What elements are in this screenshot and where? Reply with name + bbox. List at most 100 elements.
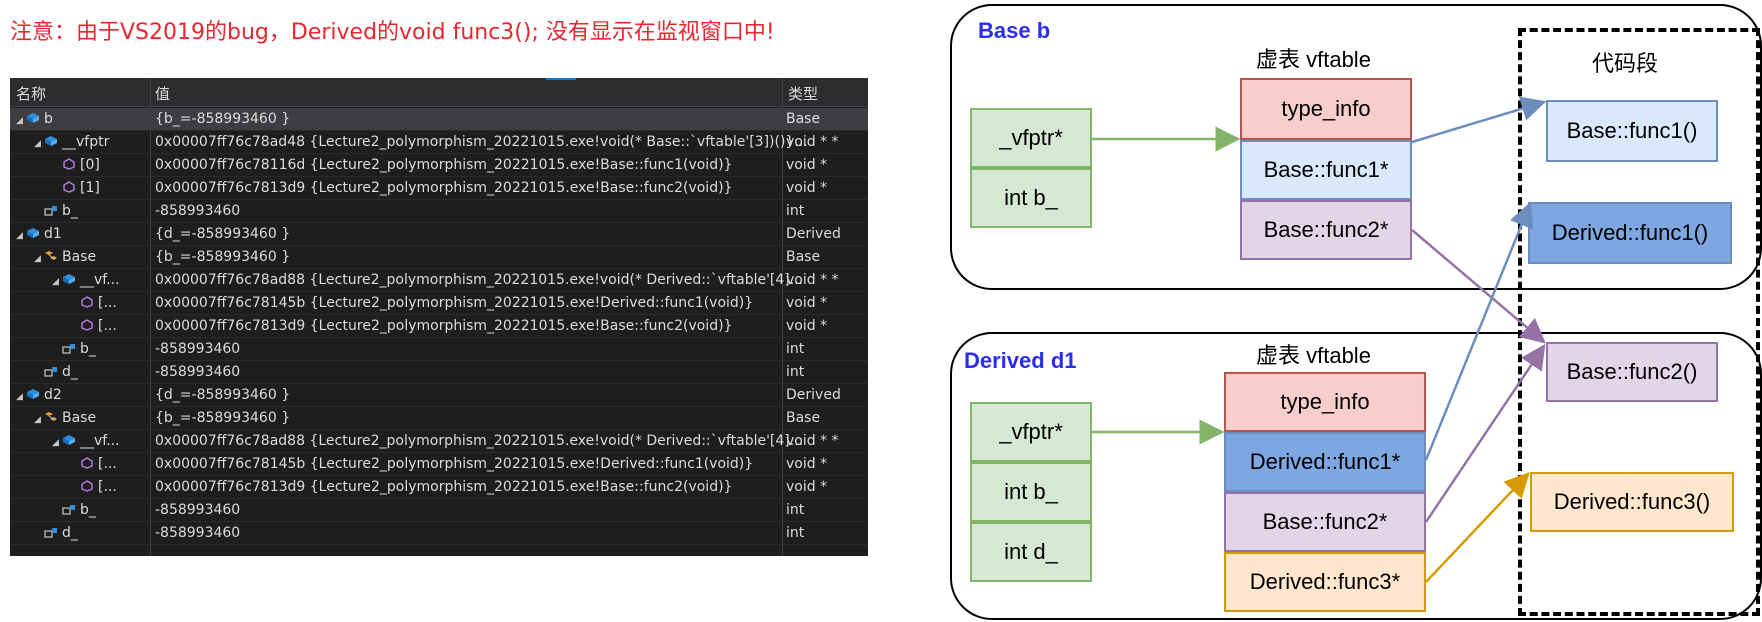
watch-variable-name: d_	[62, 364, 78, 380]
code-base-func1: Base::func1()	[1546, 100, 1718, 162]
expand-toggle-icon[interactable]: ◢	[34, 254, 41, 264]
watch-variable-value: {b_=-858993460 }	[155, 410, 291, 426]
derived-vfptr-cell: _vfptr*	[970, 402, 1092, 462]
watch-row-name: [...	[10, 295, 210, 311]
expand-toggle-icon[interactable]: ◢	[52, 277, 59, 287]
watch-row-name: [1]	[10, 180, 192, 196]
object-icon	[44, 134, 62, 150]
watch-variable-value: {b_=-858993460 }	[155, 111, 291, 127]
watch-row-name: b_	[10, 203, 174, 219]
code-derived-func1: Derived::func1()	[1528, 202, 1732, 264]
watch-row[interactable]: ◢ b {b_=-858993460 } Base	[10, 108, 868, 131]
field-icon	[44, 364, 62, 380]
watch-row[interactable]: [...0x00007ff76c78145b {Lecture2_polymor…	[10, 453, 868, 476]
expand-toggle-icon[interactable]: ◢	[52, 438, 59, 448]
derived-vtable-func1: Derived::func1*	[1224, 432, 1426, 492]
watch-variable-name: b_	[62, 203, 78, 219]
watch-row[interactable]: [...0x00007ff76c7813d9 {Lecture2_polymor…	[10, 476, 868, 499]
watch-row[interactable]: ◢d2{d_=-858993460 }Derived	[10, 384, 868, 407]
watch-row[interactable]: b_ -858993460 int	[10, 499, 868, 522]
expand-toggle-icon[interactable]: ◢	[16, 116, 23, 126]
watch-row[interactable]: ◢__vf...0x00007ff76c78ad88 {Lecture2_pol…	[10, 269, 868, 292]
watch-variable-type: void * *	[786, 134, 839, 150]
watch-variable-name: b	[44, 111, 53, 127]
field-icon	[44, 525, 62, 541]
watch-variable-value: {d_=-858993460 }	[155, 387, 291, 403]
watch-row[interactable]: ◢ Base{b_=-858993460 } Base	[10, 407, 868, 430]
object-icon	[62, 272, 80, 288]
watch-row[interactable]: [0]0x00007ff76c78116d {Lecture2_polymorp…	[10, 154, 868, 177]
watch-row[interactable]: ◢Base{b_=-858993460 }Base	[10, 246, 868, 269]
watch-row-name: ◢ d1	[10, 226, 156, 242]
watch-variable-name: d1	[44, 226, 62, 242]
watch-row-name: ◢Base	[10, 249, 174, 265]
watch-variable-name: __vfptr	[62, 134, 110, 150]
column-header-type[interactable]: 类型	[788, 85, 819, 103]
watch-row-name: b_	[10, 341, 192, 357]
arrow-derived-func2	[1424, 343, 1546, 523]
expand-toggle-icon[interactable]: ◢	[34, 415, 41, 425]
watch-variable-type: void * *	[786, 433, 839, 449]
column-header-value[interactable]: 值	[155, 85, 171, 103]
expand-toggle-icon[interactable]: ◢	[16, 392, 23, 402]
watch-variable-name: d_	[62, 525, 78, 541]
watch-row[interactable]: ◢ __vf... 0x00007ff76c78ad88 {Lecture2_pol…	[10, 430, 868, 453]
watch-variable-name: Base	[62, 410, 97, 426]
column-divider[interactable]	[782, 78, 783, 556]
watch-row[interactable]: [...0x00007ff76c78145b {Lecture2_polymor…	[10, 292, 868, 315]
column-header-name[interactable]: 名称	[16, 85, 47, 103]
watch-variable-name: [...	[98, 479, 117, 495]
watch-row-name: ◢ Base	[10, 410, 174, 426]
watch-variable-value: 0x00007ff76c78116d {Lecture2_polymorphis…	[155, 157, 733, 173]
watch-row-name: [0]	[10, 157, 192, 173]
column-divider[interactable]	[150, 78, 151, 556]
base-class-icon	[44, 249, 62, 265]
derived-b-cell: int b_	[970, 462, 1092, 522]
watch-row[interactable]: [1]0x00007ff76c7813d9 {Lecture2_polymorp…	[10, 177, 868, 200]
arrow-derived-func3	[1425, 472, 1530, 583]
field-icon	[62, 341, 80, 357]
base-vtable-label: 虚表 vftable	[1256, 47, 1371, 72]
watch-variable-value: 0x00007ff76c78ad88 {Lecture2_polymorphis…	[155, 433, 804, 449]
watch-variable-type: Base	[786, 111, 821, 127]
derived-vtable-func2: Base::func2*	[1224, 492, 1426, 552]
watch-row[interactable]: ◢d1{d_=-858993460 }Derived	[10, 223, 868, 246]
watch-variable-name: d2	[44, 387, 62, 403]
field-icon	[44, 203, 62, 219]
watch-variable-name: b_	[80, 502, 96, 518]
base-vtable-typeinfo: type_info	[1240, 78, 1412, 140]
field-icon	[62, 502, 80, 518]
watch-row[interactable]: b_ -858993460 int	[10, 200, 868, 223]
watch-variable-value: -858993460	[155, 364, 241, 380]
watch-variable-type: int	[786, 203, 805, 219]
pointer-icon	[80, 479, 98, 495]
derived-vtable-func3: Derived::func3*	[1224, 552, 1426, 612]
watch-variable-value: -858993460	[155, 502, 241, 518]
expand-toggle-icon[interactable]: ◢	[16, 231, 23, 241]
derived-vtable-typeinfo: type_info	[1224, 372, 1426, 432]
watch-variable-name: [...	[98, 295, 117, 311]
watch-header: 名称 值 类型	[10, 78, 868, 107]
watch-variable-name: __vf...	[80, 433, 120, 449]
pointer-icon	[80, 295, 98, 311]
watch-row-name: d_	[10, 525, 174, 541]
watch-variable-value: -858993460	[155, 203, 241, 219]
watch-variable-value: 0x00007ff76c7813d9 {Lecture2_polymorphis…	[155, 318, 733, 334]
expand-toggle-icon[interactable]: ◢	[34, 139, 41, 149]
pointer-icon	[80, 456, 98, 472]
watch-variable-value: {b_=-858993460 }	[155, 249, 291, 265]
watch-row-name: ◢ __vf...	[10, 433, 192, 449]
derived-title: Derived d1	[964, 348, 1077, 373]
arrow-derived-func1	[1424, 201, 1534, 461]
watch-row-name: [...	[10, 479, 210, 495]
warning-note: 注意：由于VS2019的bug，Derived的void func3(); 没有…	[10, 20, 775, 45]
watch-variable-type: int	[786, 502, 805, 518]
watch-variable-value: 0x00007ff76c7813d9 {Lecture2_polymorphis…	[155, 180, 733, 196]
object-icon	[62, 433, 80, 449]
watch-row[interactable]: [...0x00007ff76c7813d9 {Lecture2_polymor…	[10, 315, 868, 338]
pointer-icon	[80, 318, 98, 334]
